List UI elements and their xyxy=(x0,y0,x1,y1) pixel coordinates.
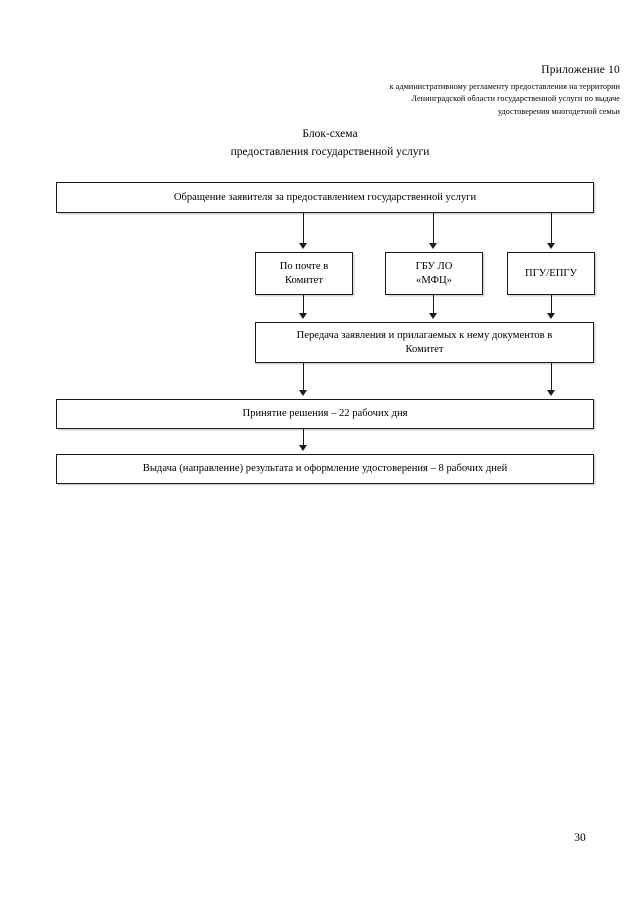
flow-node-mfc-label-line-2: «МФЦ» xyxy=(416,274,452,286)
arrowhead-pgu-to-transfer xyxy=(547,313,555,319)
appendix-label: Приложение 10 xyxy=(541,64,620,76)
flow-node-transfer-label-line-2: Комитет xyxy=(405,343,444,355)
connector-post-to-transfer xyxy=(303,295,305,315)
flow-node-transfer: Передача заявления и прилагаемых к нему … xyxy=(255,322,594,363)
arrowhead-decision-to-issue xyxy=(299,445,307,451)
flow-node-pgu-label: ПГУ/ЕПГУ xyxy=(525,267,577,279)
connector-pgu-to-transfer xyxy=(551,295,553,315)
page-number: 30 xyxy=(574,832,586,844)
connector-decision-to-issue xyxy=(303,429,305,447)
appendix-reference-line-3: удостоверения многодетной семьи xyxy=(497,107,620,117)
connector-start-to-mfc xyxy=(433,213,435,245)
appendix-header: Приложение 10 к административному реглам… xyxy=(300,62,620,119)
flow-node-decision: Принятие решения – 22 рабочих дня xyxy=(56,399,594,429)
flow-node-decision-label: Принятие решения – 22 рабочих дня xyxy=(242,408,408,420)
appendix-reference-line-1: к административному регламенту предостав… xyxy=(389,81,620,91)
flow-node-post: По почте в Комитет xyxy=(255,252,353,295)
flow-node-post-label-line-2: Комитет xyxy=(285,274,323,286)
connector-mfc-to-transfer xyxy=(433,295,435,315)
arrowhead-start-to-mfc xyxy=(429,243,437,249)
arrowhead-transfer-to-decision-left xyxy=(299,390,307,396)
flow-node-pgu: ПГУ/ЕПГУ xyxy=(507,252,595,295)
appendix-reference-line-2: Ленинградской области государственной ус… xyxy=(411,94,620,104)
flow-node-issue-label: Выдача (направление) результата и оформл… xyxy=(142,463,508,475)
arrowhead-transfer-to-decision-right xyxy=(547,390,555,396)
flow-node-transfer-label-line-1: Передача заявления и прилагаемых к нему … xyxy=(296,329,553,341)
flow-node-issue: Выдача (направление) результата и оформл… xyxy=(56,454,594,484)
arrowhead-start-to-pgu xyxy=(547,243,555,249)
arrowhead-start-to-post xyxy=(299,243,307,249)
connector-start-to-post xyxy=(303,213,305,245)
connector-start-to-pgu xyxy=(551,213,553,245)
arrowhead-post-to-transfer xyxy=(299,313,307,319)
connector-transfer-to-decision-left xyxy=(303,363,305,392)
flow-node-mfc-label-line-1: ГБУ ЛО xyxy=(415,260,453,272)
page-title-line-1: Блок-схема xyxy=(302,128,358,140)
flow-node-start-label: Обращение заявителя за предоставлением г… xyxy=(173,191,477,203)
flow-node-mfc: ГБУ ЛО «МФЦ» xyxy=(385,252,483,295)
arrowhead-mfc-to-transfer xyxy=(429,313,437,319)
flow-node-start: Обращение заявителя за предоставлением г… xyxy=(56,182,594,213)
page-title-line-2: предоставления государственной услуги xyxy=(230,145,430,158)
page-title: Блок-схема предоставления государственно… xyxy=(120,126,540,162)
connector-transfer-to-decision-right xyxy=(551,363,553,392)
flow-node-post-label-line-1: По почте в xyxy=(279,260,329,272)
